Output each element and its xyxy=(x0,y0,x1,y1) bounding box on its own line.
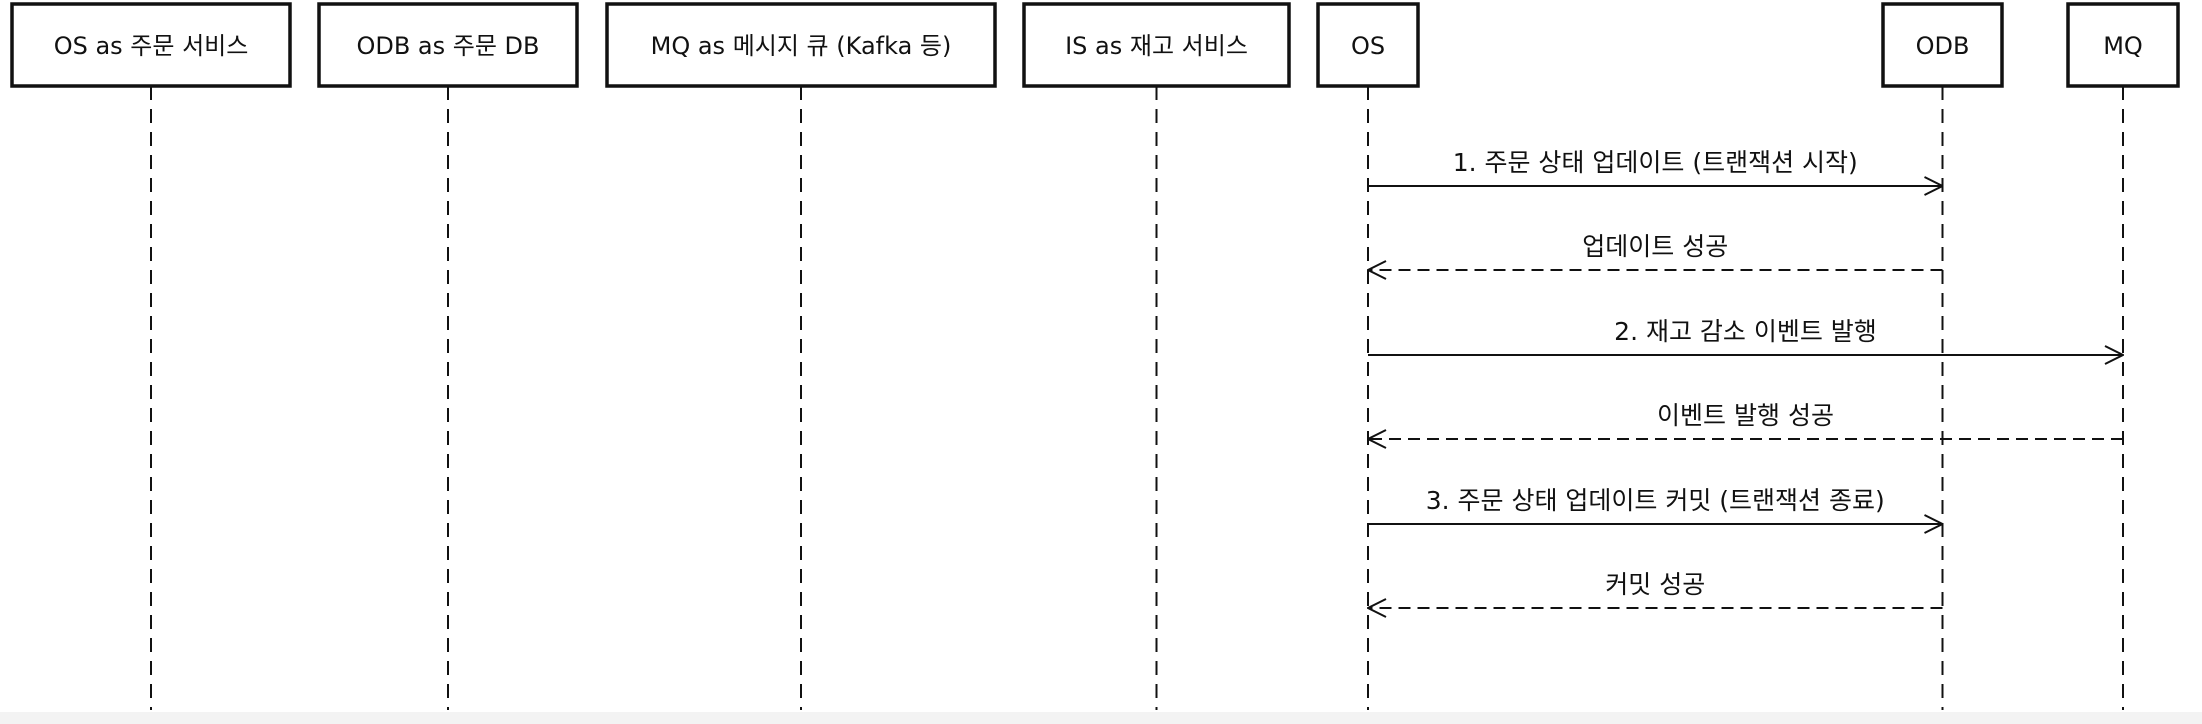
participant-label: OS as 주문 서비스 xyxy=(54,32,249,60)
message-1: 1. 주문 상태 업데이트 (트랜잭션 시작) xyxy=(1368,148,1943,186)
message-2: 업데이트 성공 xyxy=(1368,232,1943,270)
participant-label: MQ xyxy=(2103,32,2143,60)
participant-label: IS as 재고 서비스 xyxy=(1065,32,1248,60)
participant-mq-decl: MQ as 메시지 큐 (Kafka 등) xyxy=(605,2,997,88)
participant-odb: ODB xyxy=(1881,2,2004,88)
lifelines xyxy=(150,86,2124,710)
participant-box xyxy=(317,2,579,88)
participant-box xyxy=(605,2,997,88)
message-4: 이벤트 발행 성공 xyxy=(1368,401,2123,439)
participant-os-decl: OS as 주문 서비스 xyxy=(10,2,292,88)
participant-label: MQ as 메시지 큐 (Kafka 등) xyxy=(651,32,952,60)
participant-label: OS xyxy=(1351,32,1385,60)
participant-box xyxy=(1022,2,1291,88)
message-label: 이벤트 발행 성공 xyxy=(1657,401,1834,430)
participant-os: OS xyxy=(1316,2,1420,88)
participant-box xyxy=(10,2,292,88)
participants: OS as 주문 서비스 ODB as 주문 DB MQ as 메시지 큐 (Kaf… xyxy=(10,2,2180,88)
message-label: 커밋 성공 xyxy=(1605,570,1705,599)
messages: 1. 주문 상태 업데이트 (트랜잭션 시작) 업데이트 성공 2. 재고 감소 이… xyxy=(1368,148,2123,608)
participant-label: ODB as 주문 DB xyxy=(356,32,539,60)
message-label: 3. 주문 상태 업데이트 커밋 (트랜잭션 종료) xyxy=(1426,486,1885,515)
participant-box xyxy=(1316,2,1420,88)
message-label: 업데이트 성공 xyxy=(1582,232,1728,261)
participant-label: ODB xyxy=(1916,32,1970,60)
message-3: 2. 재고 감소 이벤트 발행 xyxy=(1368,317,2123,355)
participant-box xyxy=(1881,2,2004,88)
message-label: 2. 재고 감소 이벤트 발행 xyxy=(1614,317,1877,346)
message-label: 1. 주문 상태 업데이트 (트랜잭션 시작) xyxy=(1453,148,1858,177)
message-5: 3. 주문 상태 업데이트 커밋 (트랜잭션 종료) xyxy=(1368,486,1943,524)
message-6: 커밋 성공 xyxy=(1368,570,1943,608)
participant-mq: MQ xyxy=(2066,2,2180,88)
participant-is-decl: IS as 재고 서비스 xyxy=(1022,2,1291,88)
participant-odb-decl: ODB as 주문 DB xyxy=(317,2,579,88)
participant-box xyxy=(2066,2,2180,88)
